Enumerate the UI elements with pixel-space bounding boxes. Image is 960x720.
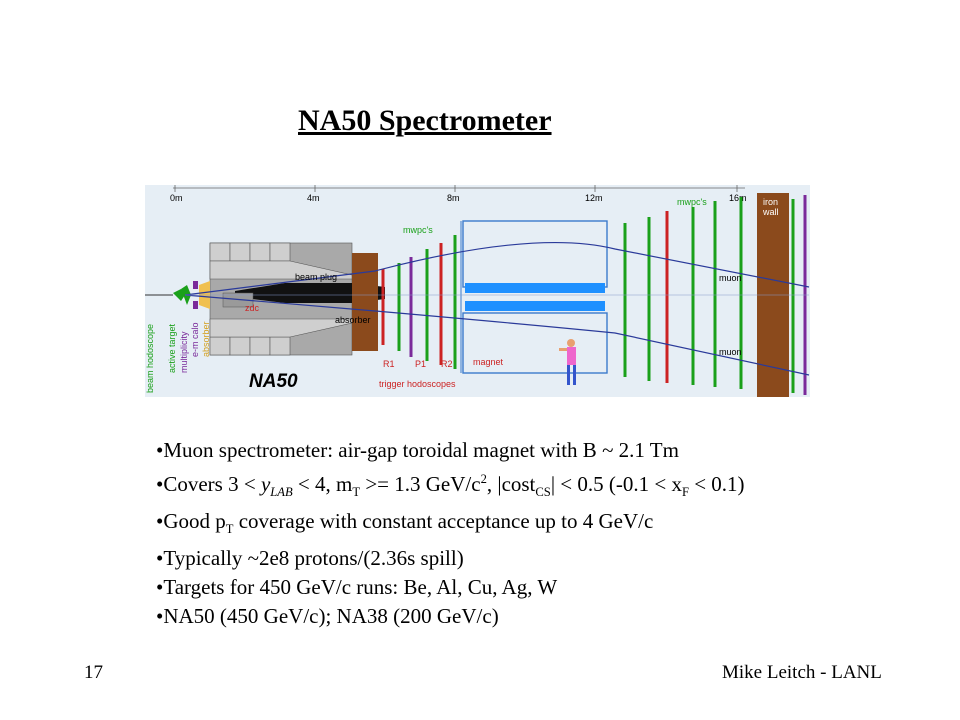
bullet-text-part: •Targets for 450 GeV/c runs: Be, Al, Cu,… <box>156 575 558 600</box>
bullet-list: •Muon spectrometer: air-gap toroidal mag… <box>156 436 745 631</box>
absorber-block <box>352 253 378 351</box>
distance-mark-0m: 0m <box>170 193 183 203</box>
person-figure <box>559 339 576 385</box>
bullet-item: •Typically ~2e8 protons/(2.36s spill) <box>156 544 745 573</box>
distance-mark-12m: 12m <box>585 193 603 203</box>
bullet-item: •Muon spectrometer: air-gap toroidal mag… <box>156 436 745 465</box>
bullet-text-part: T <box>225 522 234 537</box>
label-multiplicity: multiplicity <box>179 331 189 373</box>
bullet-text-part: T <box>352 485 361 500</box>
label-r1: R1 <box>383 359 395 369</box>
label-p1: P1 <box>415 359 426 369</box>
bullet-text-part: < 0.1) <box>688 472 745 496</box>
na50-spectrometer-diagram: 0m 4m 8m 12m 16m <box>145 185 810 397</box>
author-credit: Mike Leitch - LANL <box>722 662 882 683</box>
na50-logo: NA50 <box>249 371 298 392</box>
label-magnet: magnet <box>473 357 504 367</box>
label-zdc: zdc <box>245 303 260 313</box>
bullet-item: •Covers 3 < yLAB < 4, mT >= 1.3 GeV/c2, … <box>156 465 745 507</box>
label-beam-plug: beam plug <box>295 272 337 282</box>
magnet <box>460 220 608 374</box>
bullet-item: •Targets for 450 GeV/c runs: Be, Al, Cu,… <box>156 573 745 602</box>
label-beam-hodoscope: beam hodoscope <box>145 324 155 393</box>
bullet-text-part: F <box>681 485 689 500</box>
bullet-text-part: 2 <box>480 472 487 486</box>
label-em-calo: e-m calo <box>190 322 200 357</box>
label-absorber-small: absorber <box>201 321 211 357</box>
bullet-text-part: LAB <box>270 485 293 500</box>
label-active-target: active target <box>167 323 177 373</box>
slide-number: 17 <box>84 662 103 683</box>
label-mwpcs-left: mwpc's <box>403 225 433 235</box>
label-r2: R2 <box>441 359 453 369</box>
bullet-text-part: coverage with constant acceptance up to … <box>233 509 654 534</box>
muon-tracks <box>184 241 810 376</box>
slide-title: NA50 Spectrometer <box>298 104 552 137</box>
label-trigger-hodoscopes: trigger hodoscopes <box>379 379 456 389</box>
bullet-text-part: •Good p <box>156 509 226 534</box>
bullet-text-part: •Typically ~2e8 protons/(2.36s spill) <box>156 546 464 571</box>
label-wall: wall <box>762 207 779 217</box>
beam-plug <box>235 283 352 303</box>
bullet-item: •Good pT coverage with constant acceptan… <box>156 507 745 544</box>
label-absorber: absorber <box>335 315 371 325</box>
bullet-text-part: •Muon spectrometer: air-gap toroidal mag… <box>156 438 679 462</box>
bullet-item: •NA50 (450 GeV/c); NA38 (200 GeV/c) <box>156 602 745 631</box>
bullet-text-part: < 4, m <box>292 472 353 496</box>
label-iron: iron <box>763 197 778 207</box>
label-muon-bottom: muon <box>719 347 742 357</box>
distance-ticks <box>174 185 738 192</box>
bullet-text-part: >= 1.3 GeV/c <box>360 472 481 496</box>
distance-mark-4m: 4m <box>307 193 320 203</box>
bullet-text-part: , |cost <box>486 472 536 496</box>
distance-mark-8m: 8m <box>447 193 460 203</box>
bullet-text-part: CS <box>535 485 551 500</box>
label-muon-top: muon <box>719 273 742 283</box>
bullet-text-part: •NA50 (450 GeV/c); NA38 (200 GeV/c) <box>156 604 499 629</box>
distance-mark-16m: 16m <box>729 193 747 203</box>
bullet-text-part: •Covers 3 < <box>156 472 261 496</box>
bullet-text-part: | < 0.5 (-0.1 < x <box>550 472 682 496</box>
bullet-text-part: y <box>260 472 271 496</box>
label-mwpcs-right: mwpc's <box>677 197 707 207</box>
